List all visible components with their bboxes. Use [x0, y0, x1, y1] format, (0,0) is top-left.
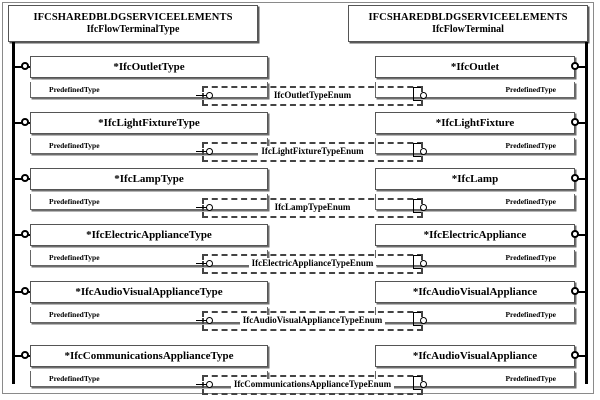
entity-right-title: *IfcElectricAppliance: [375, 224, 575, 246]
schema-right-entity: IfcFlowTerminal: [432, 24, 504, 35]
enum-type-label: IfcAudioVisualApplianceTypeEnum: [239, 315, 386, 325]
attribute-connector-right-lower: [413, 268, 421, 270]
supertype-circle-left: [21, 62, 29, 70]
attribute-connector-right-vertical: [413, 199, 415, 213]
entity-right-title: *IfcOutlet: [375, 56, 575, 78]
attribute-connector-right-vertical: [413, 255, 415, 269]
entity-box-right[interactable]: *IfcLamp PredefinedType: [375, 168, 575, 210]
attribute-joint-circle-left: [206, 204, 213, 211]
supertype-circle-right: [571, 174, 579, 182]
branch-line-right: [575, 178, 586, 180]
attribute-connector-left: [196, 151, 208, 153]
attribute-joint-circle-right: [420, 381, 427, 388]
entity-left-title: *IfcLampType: [30, 168, 268, 190]
schema-box-right[interactable]: IFCSHAREDBLDGSERVICEELEMENTS IfcFlowTerm…: [348, 5, 588, 42]
entity-box-right[interactable]: *IfcLightFixture PredefinedType: [375, 112, 575, 154]
attribute-joint-circle-left: [206, 381, 213, 388]
attribute-connector-right-lower: [413, 212, 421, 214]
branch-line-right: [575, 291, 586, 293]
enum-type-box[interactable]: IfcOutletTypeEnum: [202, 86, 423, 106]
attribute-joint-circle-left: [206, 317, 213, 324]
attribute-connector-right-vertical: [413, 143, 415, 157]
enum-type-box[interactable]: IfcElectricApplianceTypeEnum: [202, 254, 423, 274]
supertype-circle-left: [21, 174, 29, 182]
entity-right-title: *IfcAudioVisualAppliance: [375, 281, 575, 303]
attribute-joint-circle-right: [420, 204, 427, 211]
enum-type-box[interactable]: IfcCommunicationsApplianceTypeEnum: [202, 375, 423, 395]
enum-type-label: IfcElectricApplianceTypeEnum: [248, 258, 377, 268]
enum-type-label: IfcOutletTypeEnum: [270, 90, 355, 100]
enum-type-box[interactable]: IfcLightFixtureTypeEnum: [202, 142, 423, 162]
branch-line-right: [575, 355, 586, 357]
branch-line-right: [575, 66, 586, 68]
supertype-circle-right: [571, 351, 579, 359]
trunk-line-right: [585, 42, 588, 384]
enum-type-label: IfcLampTypeEnum: [271, 202, 354, 212]
attribute-joint-circle-right: [420, 317, 427, 324]
schema-right-name: IFCSHAREDBLDGSERVICEELEMENTS: [368, 12, 568, 23]
supertype-circle-left: [21, 230, 29, 238]
entity-left-title: *IfcOutletType: [30, 56, 268, 78]
entity-right-title: *IfcLightFixture: [375, 112, 575, 134]
entity-left-title: *IfcLightFixtureType: [30, 112, 268, 134]
entity-box-right[interactable]: *IfcElectricAppliance PredefinedType: [375, 224, 575, 266]
entity-box-right[interactable]: *IfcOutlet PredefinedType: [375, 56, 575, 98]
attribute-joint-circle-left: [206, 92, 213, 99]
schema-left-name: IFCSHAREDBLDGSERVICEELEMENTS: [33, 12, 233, 23]
attribute-connector-right-lower: [413, 389, 421, 391]
supertype-circle-right: [571, 62, 579, 70]
branch-line-right: [575, 234, 586, 236]
entity-right-title: *IfcLamp: [375, 168, 575, 190]
entity-left-title: *IfcCommunicationsApplianceType: [30, 345, 268, 367]
attribute-connector-right: [413, 312, 421, 314]
supertype-circle-right: [571, 230, 579, 238]
attribute-joint-circle-right: [420, 148, 427, 155]
attribute-connector-right: [413, 143, 421, 145]
supertype-circle-right: [571, 287, 579, 295]
attribute-connector-right: [413, 87, 421, 89]
enum-type-label: IfcLightFixtureTypeEnum: [258, 146, 367, 156]
attribute-connector-right-vertical: [413, 312, 415, 326]
attribute-connector-right-lower: [413, 156, 421, 158]
attribute-connector-right-vertical: [413, 87, 415, 101]
attribute-connector-left: [196, 95, 208, 97]
entity-left-title: *IfcAudioVisualApplianceType: [30, 281, 268, 303]
attribute-connector-right-lower: [413, 325, 421, 327]
attribute-connector-left: [196, 263, 208, 265]
attribute-connector-right-lower: [413, 100, 421, 102]
entity-box-left[interactable]: *IfcLightFixtureType PredefinedType: [30, 112, 268, 154]
attribute-connector-right-vertical: [413, 376, 415, 390]
entity-box-left[interactable]: *IfcCommunicationsApplianceType Predefin…: [30, 345, 268, 387]
attribute-joint-circle-left: [206, 260, 213, 267]
attribute-connector-right: [413, 255, 421, 257]
enum-type-box[interactable]: IfcAudioVisualApplianceTypeEnum: [202, 311, 423, 331]
entity-box-right[interactable]: *IfcAudioVisualAppliance PredefinedType: [375, 345, 575, 387]
enum-type-box[interactable]: IfcLampTypeEnum: [202, 198, 423, 218]
attribute-joint-circle-left: [206, 148, 213, 155]
attribute-joint-circle-right: [420, 260, 427, 267]
attribute-connector-right: [413, 376, 421, 378]
entity-left-title: *IfcElectricApplianceType: [30, 224, 268, 246]
schema-left-entity: IfcFlowTerminalType: [86, 24, 180, 35]
attribute-joint-circle-right: [420, 92, 427, 99]
attribute-connector-left: [196, 384, 208, 386]
supertype-circle-right: [571, 118, 579, 126]
entity-right-title: *IfcAudioVisualAppliance: [375, 345, 575, 367]
supertype-circle-left: [21, 118, 29, 126]
entity-box-right[interactable]: *IfcAudioVisualAppliance PredefinedType: [375, 281, 575, 323]
attribute-connector-left: [196, 207, 208, 209]
attribute-connector-left: [196, 320, 208, 322]
supertype-circle-left: [21, 287, 29, 295]
schema-box-left[interactable]: IFCSHAREDBLDGSERVICEELEMENTS IfcFlowTerm…: [8, 5, 258, 42]
trunk-line-left: [12, 42, 15, 384]
branch-line-right: [575, 122, 586, 124]
supertype-circle-left: [21, 351, 29, 359]
attribute-connector-right: [413, 199, 421, 201]
enum-type-label: IfcCommunicationsApplianceTypeEnum: [230, 379, 395, 389]
